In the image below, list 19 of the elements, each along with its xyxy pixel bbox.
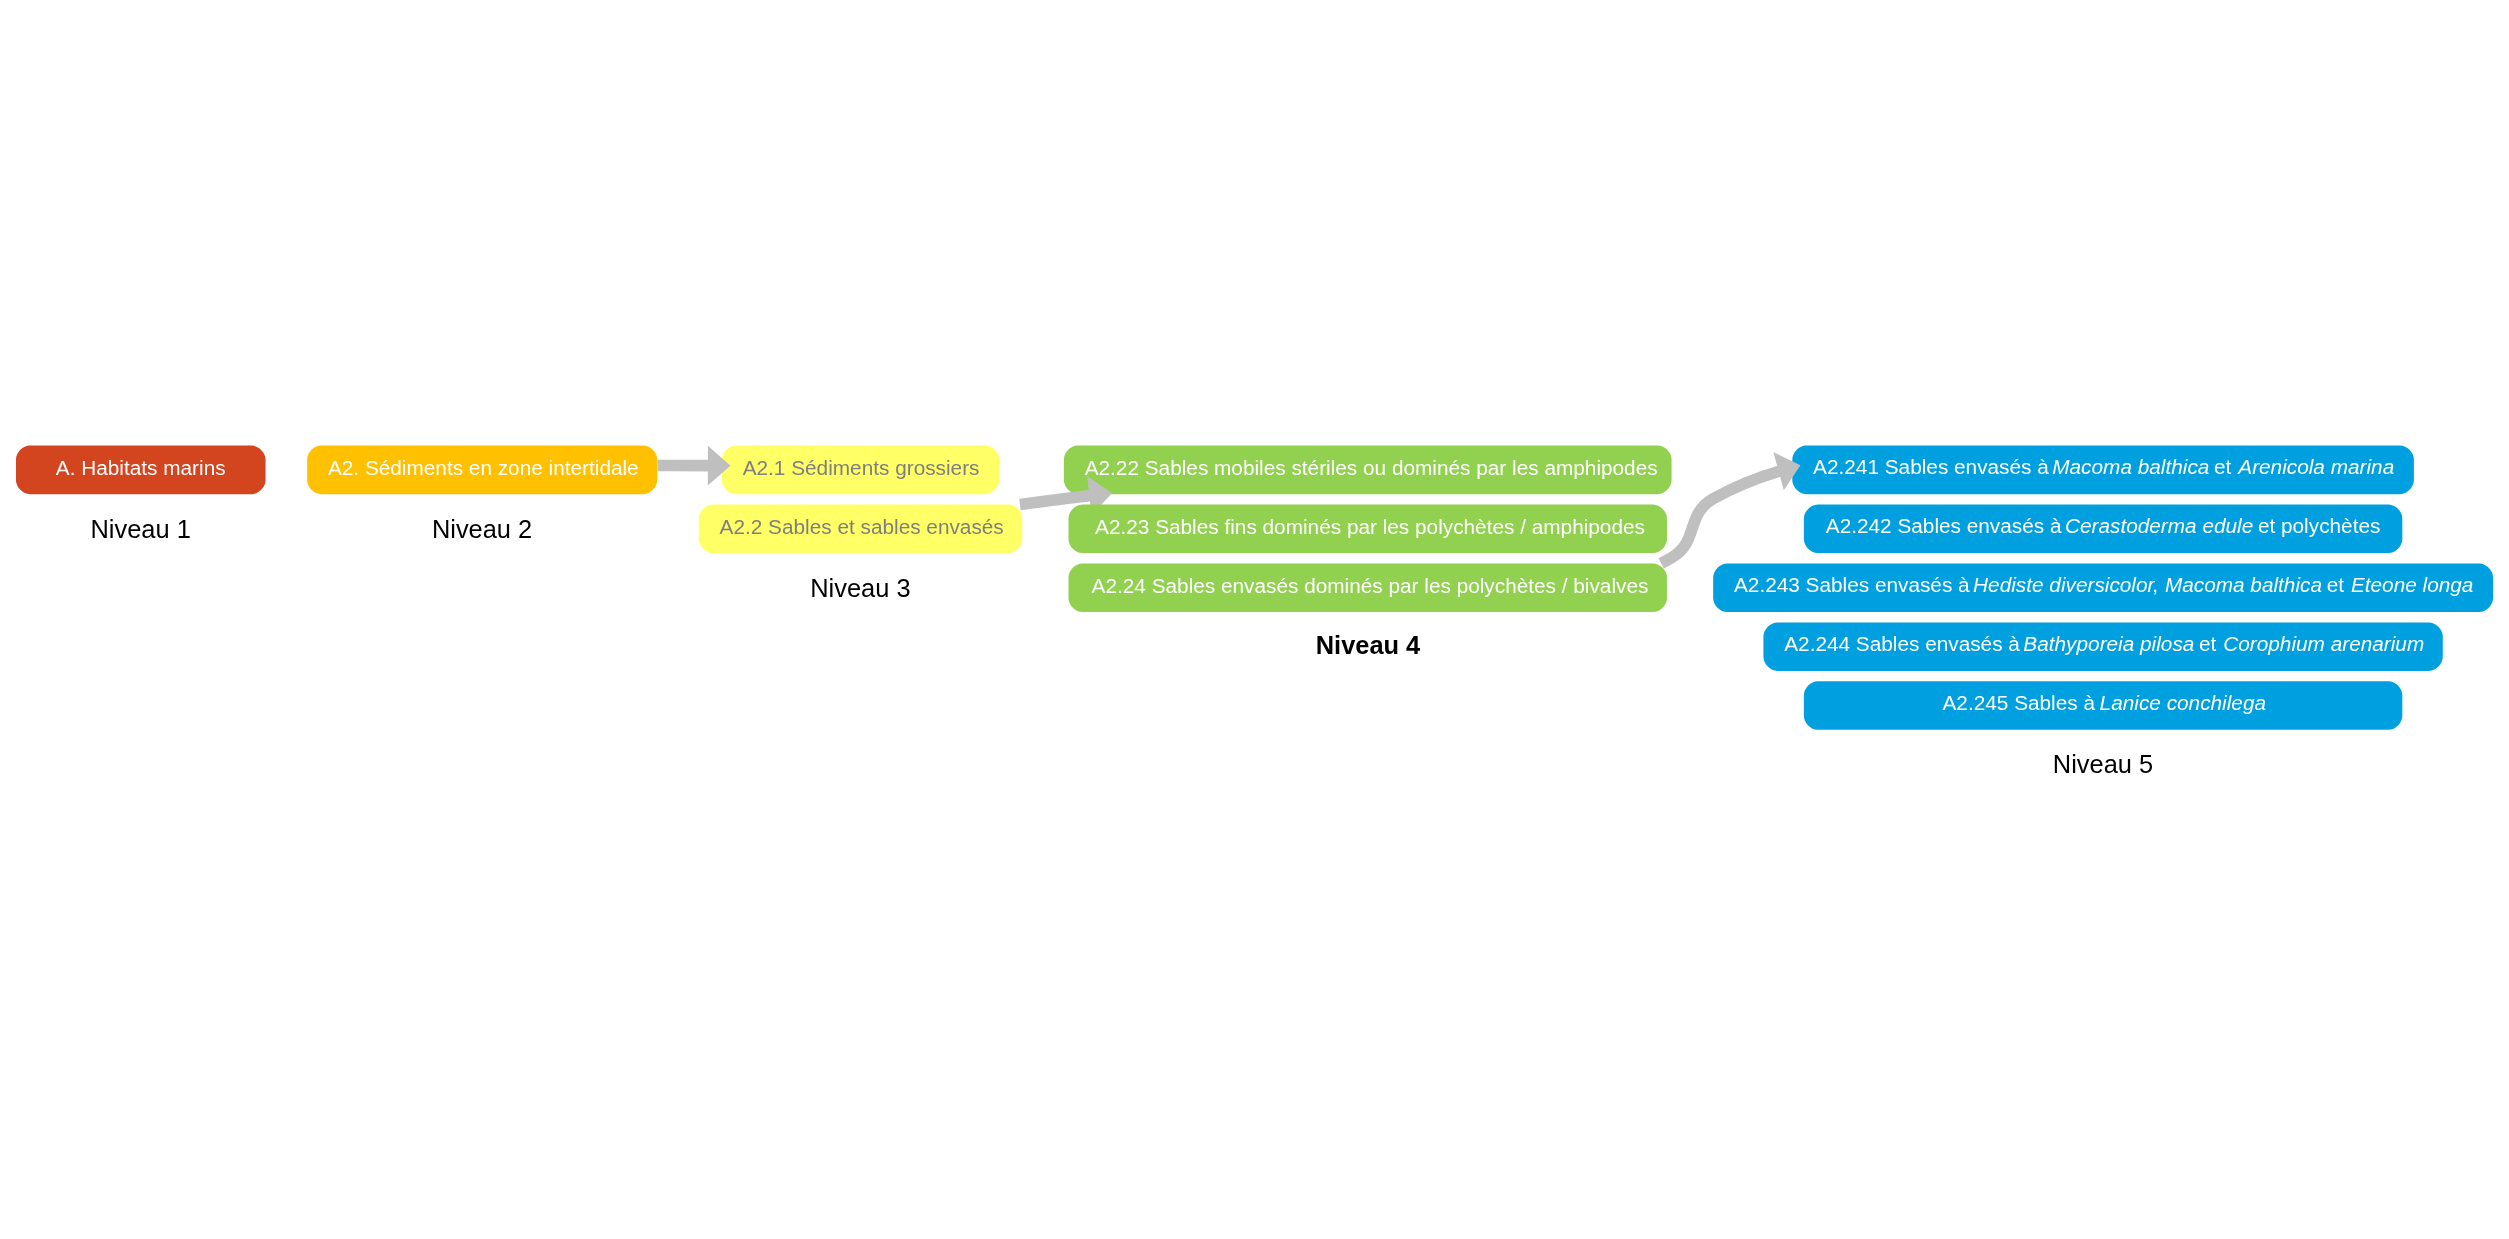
node-box: A2.2 Sables et sables envasés (698, 504, 1023, 554)
node-box: A2. Sédiments en zone intertidale (307, 445, 658, 495)
node-box: A2.22 Sables mobiles stériles ou dominés par les amphipodes (1063, 445, 1672, 495)
label: Niveau 3 (810, 573, 911, 602)
node-box: A2.245 Sables à Lanice conchilega (1803, 681, 2403, 730)
label: Niveau 5 (2052, 750, 2154, 779)
node-box: A. Habitats marins (16, 445, 266, 495)
node-box: A2.23 Sables fins dominés par les polychètes / amphipodes (1068, 504, 1667, 554)
label: Niveau 4 (1315, 631, 1421, 660)
arrow (1658, 452, 1801, 569)
label: Niveau 2 (431, 514, 533, 543)
node-box: A2.24 Sables envasés dominés par les polychètes / bivalves (1068, 563, 1667, 612)
node-box: A2.243 Sables envasés à Hediste diversicolor, Macoma balthica et Eteone longa (1713, 563, 2493, 612)
node-box: A2.244 Sables envasés à Bathyporeia pilosa et Corophium arenarium (1763, 622, 2443, 671)
label: Niveau 1 (90, 514, 191, 543)
node-box: A2.241 Sables envasés à Macoma balthica et Arenicola marina (1792, 445, 2414, 495)
node-box: A2.1 Sédiments grossiers (721, 445, 1000, 495)
node-box: A2.242 Sables envasés à Cerastoderma edule et polychètes (1803, 504, 2403, 554)
arrow (657, 445, 731, 486)
